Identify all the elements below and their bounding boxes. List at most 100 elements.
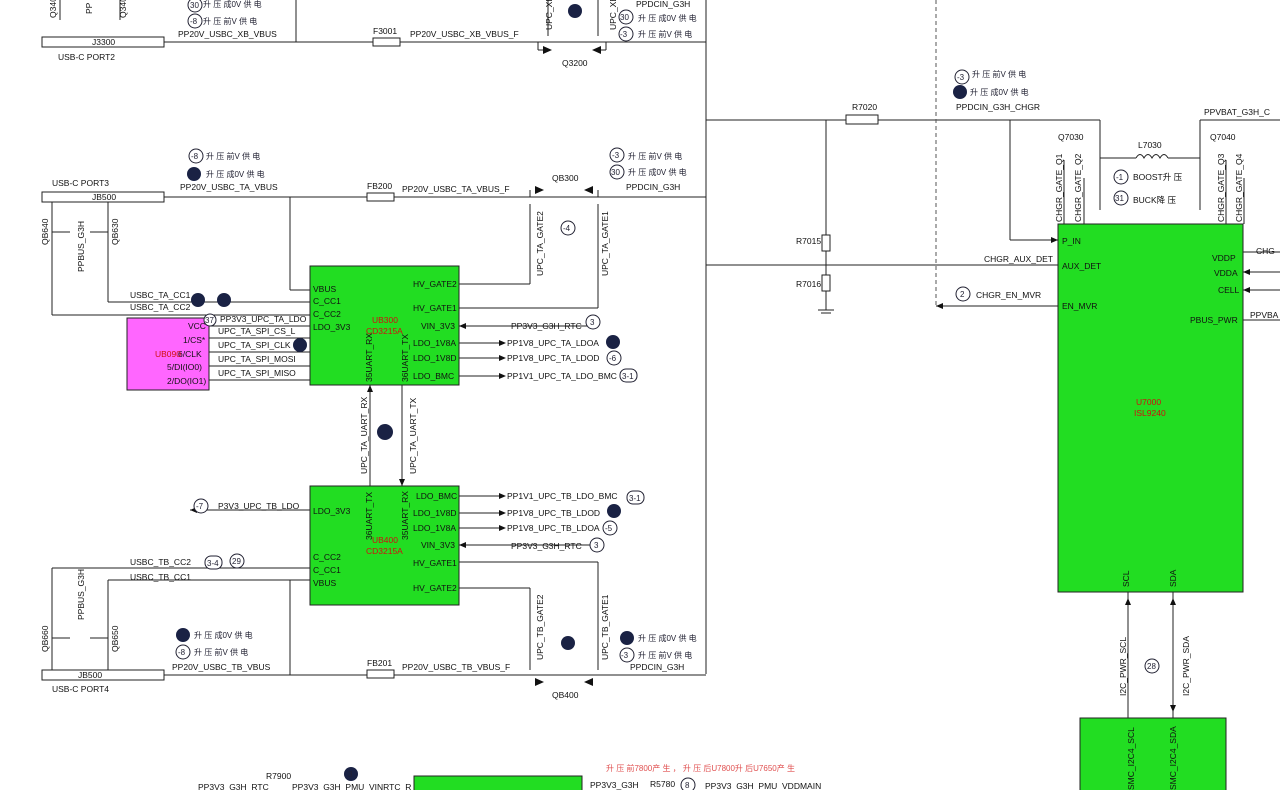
ub400-pin-hvgate2: HV_GATE2	[413, 583, 457, 593]
pmu-chip	[413, 775, 583, 790]
q7040-label: Q7040	[1210, 132, 1236, 142]
r5780-label: R5780	[650, 779, 675, 789]
ta-uart-tx: UPC_TA_UART_TX	[408, 397, 418, 474]
ub090-pin-vcc: VCC	[188, 321, 206, 331]
qb630-label: QB630	[110, 218, 120, 245]
port4-label: USB-C PORT4	[52, 684, 109, 694]
upc-xa-label: UPC_XI	[544, 0, 554, 30]
chgr-note-1: -1	[1116, 173, 1124, 182]
ta-uart-rx: UPC_TA_UART_RX	[359, 397, 369, 474]
tb-note-7: -7	[196, 502, 204, 511]
tb-gate2-label: UPC_TB_GATE2	[535, 594, 545, 660]
tb-section: -7 P3V3_UPC_TB_LDO PP1V1_UPC_TB_LDO_BMC …	[40, 490, 706, 700]
r7900-label: R7900	[266, 771, 291, 781]
fb201-label: FB201	[367, 658, 392, 668]
qb640-label: QB640	[40, 218, 50, 245]
ub400-pin-hvgate1: HV_GATE1	[413, 558, 457, 568]
tb-rtc-label: PP3V3_G3H_RTC	[511, 541, 582, 551]
u7000-pbus-cut: PPVBA	[1250, 310, 1279, 320]
u7000-part: ISL9240	[1134, 408, 1166, 418]
chgr-note-3-text: 升 压 前V 供 电	[972, 69, 1026, 79]
ub400-pin-ldo3v3: LDO_3V3	[313, 506, 351, 516]
ub090-pin-di: 5/DI(IO0)	[167, 362, 202, 372]
gate-q1-label: CHGR_GATE_Q1	[1054, 153, 1064, 222]
ppvbat-label: PPVBAT_G3H_C	[1204, 107, 1270, 117]
ta-cc2-label: USBC_TA_CC2	[130, 302, 191, 312]
ub400-part: CD3215A	[366, 546, 403, 556]
note-3a: -3	[620, 30, 628, 39]
i2c-section: I2C_PWR_SCL I2C_PWR_SDA 28 SMC_I2C4_SCL …	[1079, 592, 1227, 790]
ta-gate1-label: UPC_TA_GATE1	[600, 211, 610, 276]
tb-note-8-text: 升 压 前V 供 电	[194, 647, 248, 657]
ub300-pin-tx: 36UART_TX	[400, 334, 410, 382]
ub400-chip: LDO_3V3 C_CC2 C_CC1 VBUS LDO_BMC LDO_1V8…	[309, 485, 460, 606]
ub400-pin-ldobmc: LDO_BMC	[416, 491, 457, 501]
tb-cc1-label: USBC_TB_CC1	[130, 572, 191, 582]
note-30a-text: 升 压 成0V 供 电	[203, 0, 262, 9]
ub300-pin-hvgate1: HV_GATE1	[413, 303, 457, 313]
ta-note-37: 37	[205, 316, 214, 325]
tb-note-29: 29	[232, 557, 241, 566]
ta-note-3b: 3	[590, 318, 595, 327]
jb500-ta-label: JB500	[92, 192, 116, 202]
tb-note-3: 3	[594, 541, 599, 550]
r7016-label: R7016	[796, 279, 821, 289]
ta-ppdcin-label: PPDCIN_G3H	[626, 182, 680, 192]
chgr-en-mvr: CHGR_EN_MVR	[976, 290, 1041, 300]
f3001-label: F3001	[373, 26, 397, 36]
ub300-pin-hvgate2: HV_GATE2	[413, 279, 457, 289]
bottom-red-note: 升 压 前7800产 生 ， 升 压 后U7800升 后U7650产 生	[606, 763, 795, 773]
tb-ppdcin-label: PPDCIN_G3H	[630, 662, 684, 672]
vbus-xb-f-label: PP20V_USBC_XB_VBUS_F	[410, 29, 519, 39]
ub400-pin-tx: 36UART_TX	[364, 492, 374, 540]
tb-note-8: -8	[178, 648, 186, 657]
chgr-note-3: -3	[957, 73, 965, 82]
tb-ldod-label: PP1V8_UPC_TB_LDOD	[507, 508, 600, 518]
ub300-chip: VBUS C_CC1 C_CC2 LDO_3V3 HV_GATE2 HV_GAT…	[309, 265, 460, 386]
fb200-label: FB200	[367, 181, 392, 191]
ta-cc1-label: USBC_TA_CC1	[130, 290, 191, 300]
qb650-label: QB650	[110, 625, 120, 652]
port2-label: USB-C PORT2	[58, 52, 115, 62]
ub300-pin-ldo1v8d: LDO_1V8D	[413, 353, 456, 363]
qb400-label: QB400	[552, 690, 579, 700]
ta-note-3: -3	[612, 151, 620, 160]
note-8a-text: 升 压 前V 供 电	[203, 16, 257, 26]
ta-note-30-text: 升 压 成0V 供 电	[206, 169, 265, 179]
qb660-label: QB660	[40, 625, 50, 652]
tb-note-5: -5	[605, 524, 613, 533]
chgr-aux-det: CHGR_AUX_DET	[984, 254, 1053, 264]
bottom-section: R7900 3 PP3V3_G3H_RTC PP3V3_G3H_PMU_VINR…	[198, 763, 821, 790]
ta-note-8-text: 升 压 前V 供 电	[206, 151, 260, 161]
buck-label: BUCK降 压	[1133, 195, 1176, 205]
bottom-g3h-label: PP3V3_G3H	[590, 780, 639, 790]
ta-vbus-label: PP20V_USBC_TA_VBUS	[180, 182, 278, 192]
note-30a: 30	[190, 1, 199, 10]
ub300-pin-vin3v3: VIN_3V3	[421, 321, 455, 331]
ub400-pin-vin3v3: VIN_3V3	[421, 540, 455, 550]
tb-note-0-text: 升 压 成0V 供 电	[194, 630, 253, 640]
ta-ldo-net: PP3V3_UPC_TA_LDO	[220, 314, 307, 324]
u7000-pin-pbuspwr: PBUS_PWR	[1190, 315, 1238, 325]
r7020-label: R7020	[852, 102, 877, 112]
gate-q4-label: CHGR_GATE_Q4	[1234, 153, 1244, 222]
ta-rtc-label: PP3V3_G3H_RTC	[511, 321, 582, 331]
ub400-ref: UB400	[372, 535, 398, 545]
ta-vbus-f-label: PP20V_USBC_TA_VBUS_F	[402, 184, 510, 194]
tb-gate1-label: UPC_TB_GATE1	[600, 594, 610, 660]
ub300-pin-ldo1v8a: LDO_1V8A	[413, 338, 456, 348]
j3300-label: J3300	[92, 37, 115, 47]
tb-note-3b-text: 升 压 前V 供 电	[638, 650, 692, 660]
note-30b: 30	[620, 13, 629, 22]
tb-note-34: 3-4	[207, 559, 219, 568]
bottom-note-3: 3	[348, 770, 353, 779]
ta-spi-miso: UPC_TA_SPI_MISO	[218, 368, 296, 378]
ta-note-4: -4	[563, 224, 571, 233]
tb-note-31: 3-1	[629, 494, 641, 503]
ub300-pin-ldobmc: LDO_BMC	[413, 371, 454, 381]
ta-ppbus-label: PPBUS_G3H	[76, 221, 86, 272]
u7000-pin-scl: SCL	[1121, 570, 1131, 587]
ub090-chip: VCC 1/CS* 6/CLK UB090 5/DI(IO0) 2/DO(IO1…	[126, 313, 310, 391]
ta-note-8: -8	[191, 152, 199, 161]
